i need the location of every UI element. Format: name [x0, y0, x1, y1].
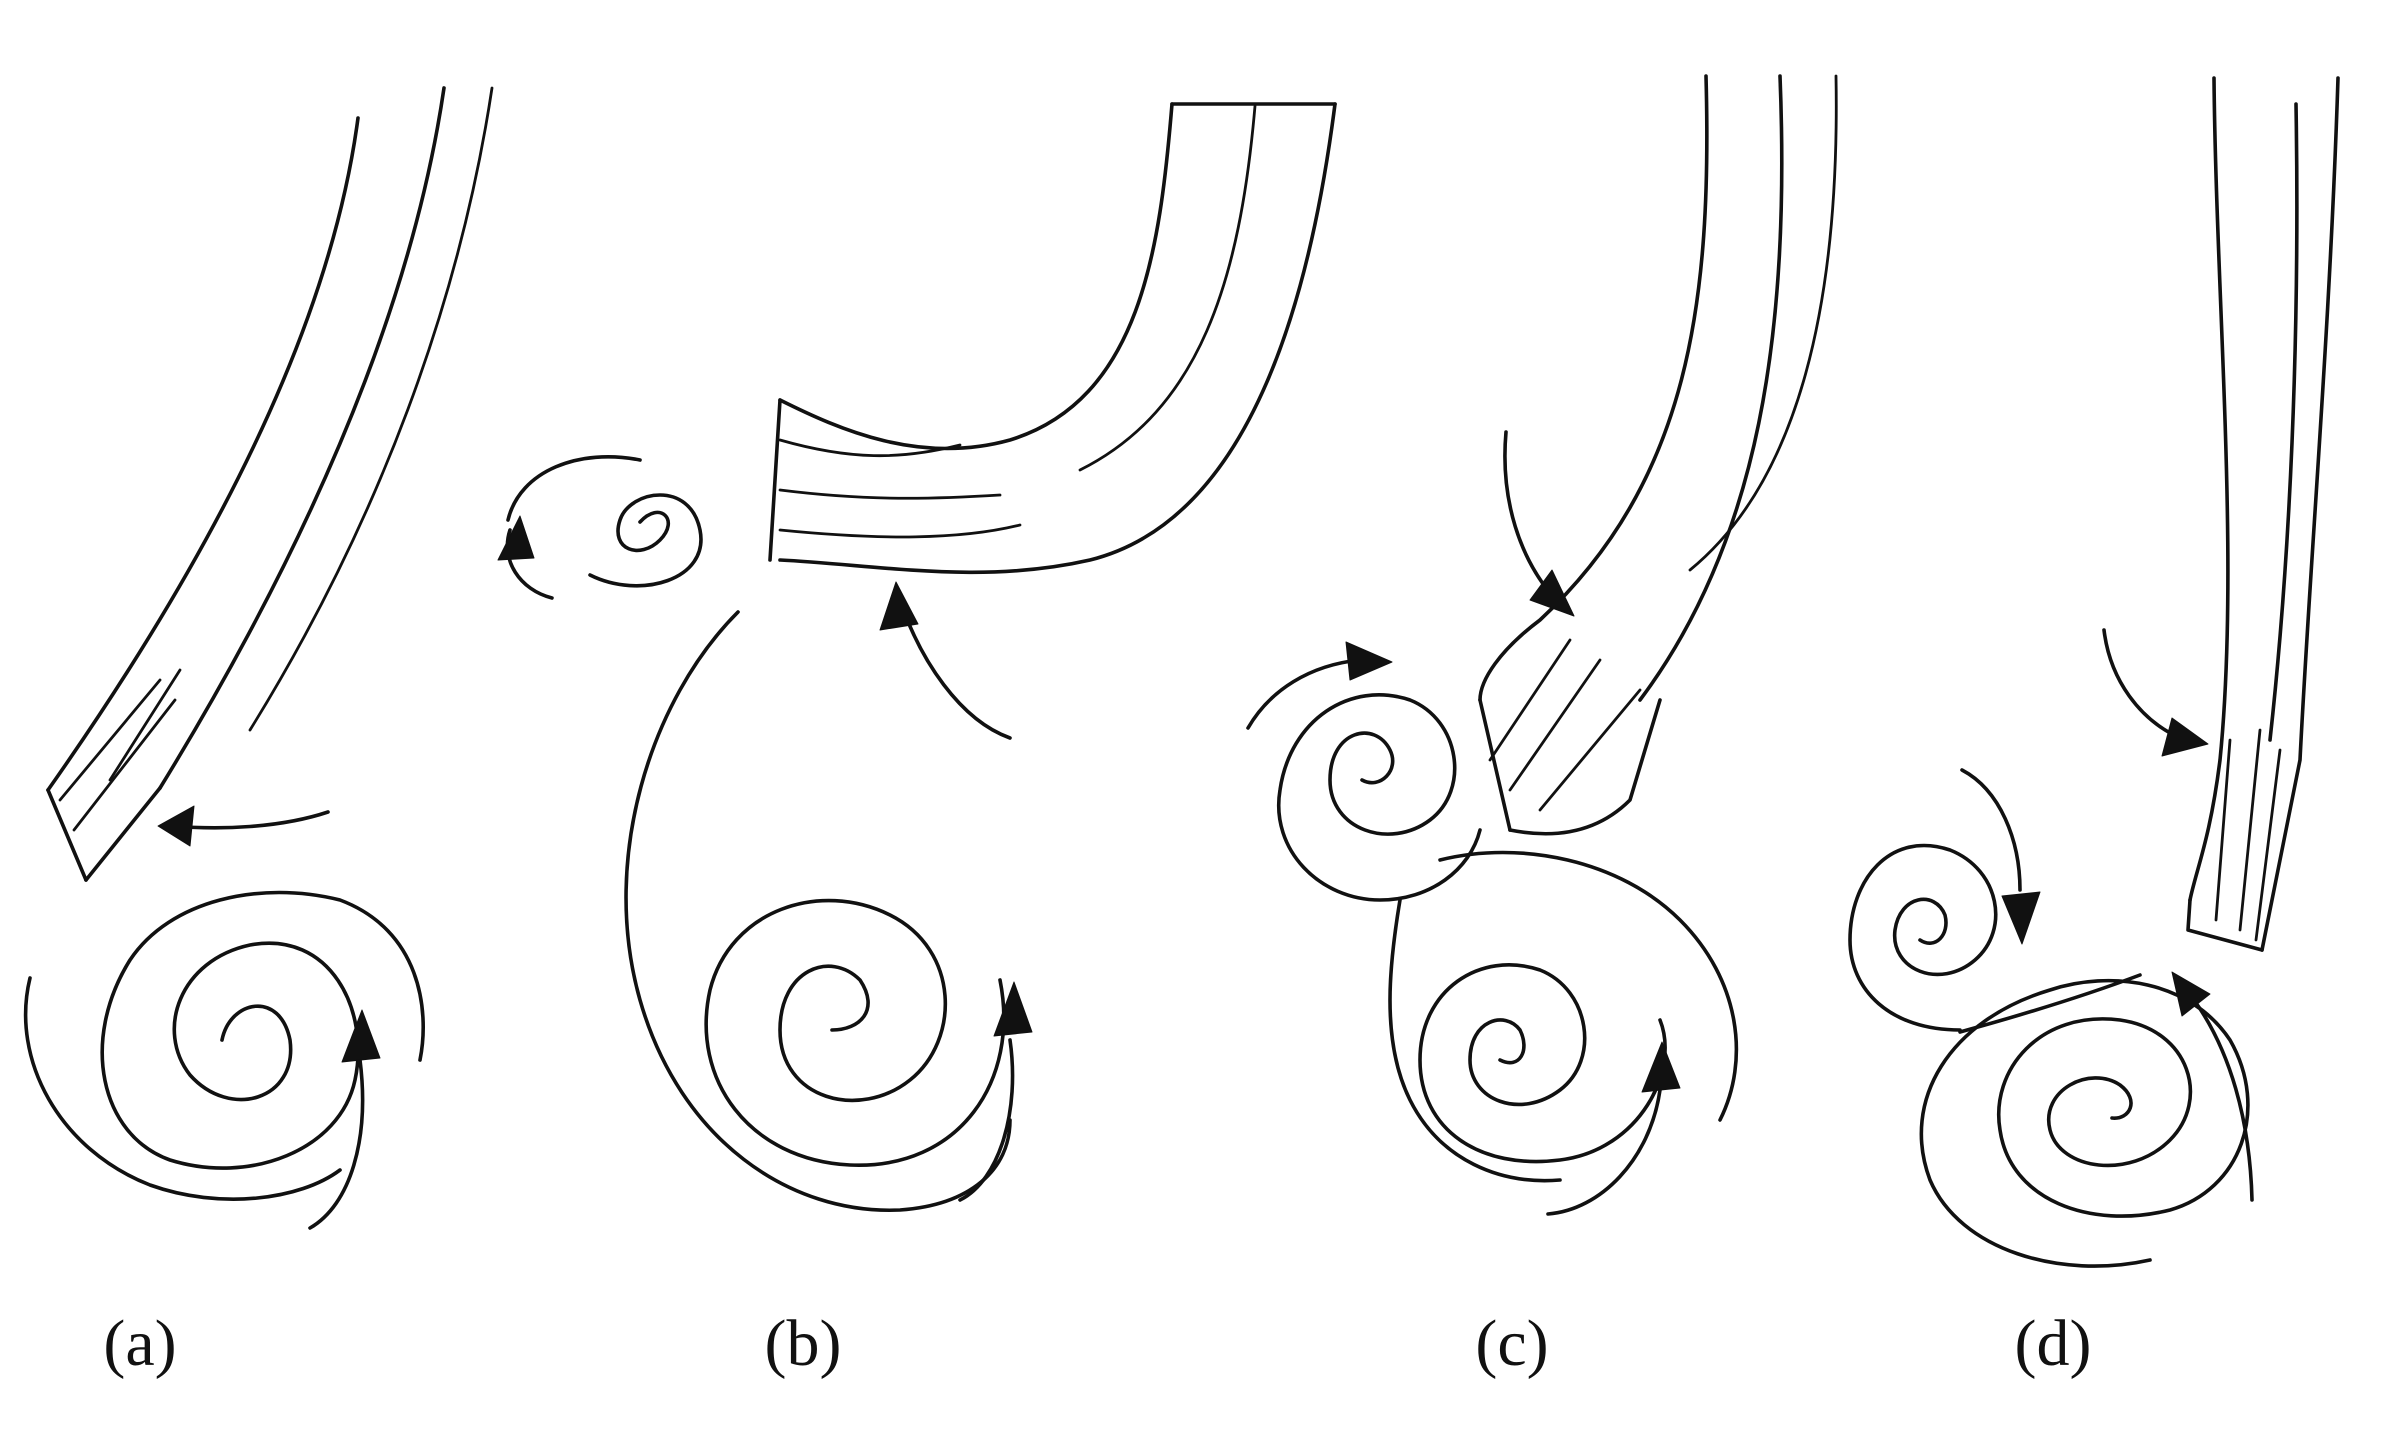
panel-b-bent-tube: [768, 102, 1337, 575]
panel-b-label: (b): [765, 1307, 842, 1380]
panel-c-lower-vortex: [1388, 850, 1739, 1216]
panel-c-jet-tube: [1478, 74, 1838, 836]
panel-d-jet-tube: [2186, 76, 2340, 952]
panel-c: (c): [1246, 74, 1838, 1380]
panel-d: (d): [1848, 76, 2340, 1380]
panel-d-upper-vortex: [1848, 768, 2041, 1032]
panel-a-label: (a): [103, 1307, 176, 1380]
panel-d-label: (d): [2015, 1307, 2092, 1380]
panel-d-lower-vortex: [1919, 971, 2254, 1268]
panel-a-jet-tube: [46, 86, 494, 882]
panel-c-label: (c): [1475, 1307, 1548, 1380]
panel-c-inflow-arrow: [1503, 430, 1575, 617]
panel-b-small-vortex: [497, 455, 703, 600]
panel-b-large-vortex: [624, 610, 1033, 1212]
panel-a-inflow-arrow: [157, 805, 330, 847]
panel-b: (b): [497, 102, 1337, 1380]
panel-a: (a): [23, 86, 494, 1380]
panel-b-inflow-arrow: [879, 581, 1012, 740]
panel-a-vortex: [23, 890, 425, 1230]
panel-c-upper-vortex: [1246, 641, 1482, 902]
panel-d-inflow-arrow: [2102, 628, 2209, 757]
